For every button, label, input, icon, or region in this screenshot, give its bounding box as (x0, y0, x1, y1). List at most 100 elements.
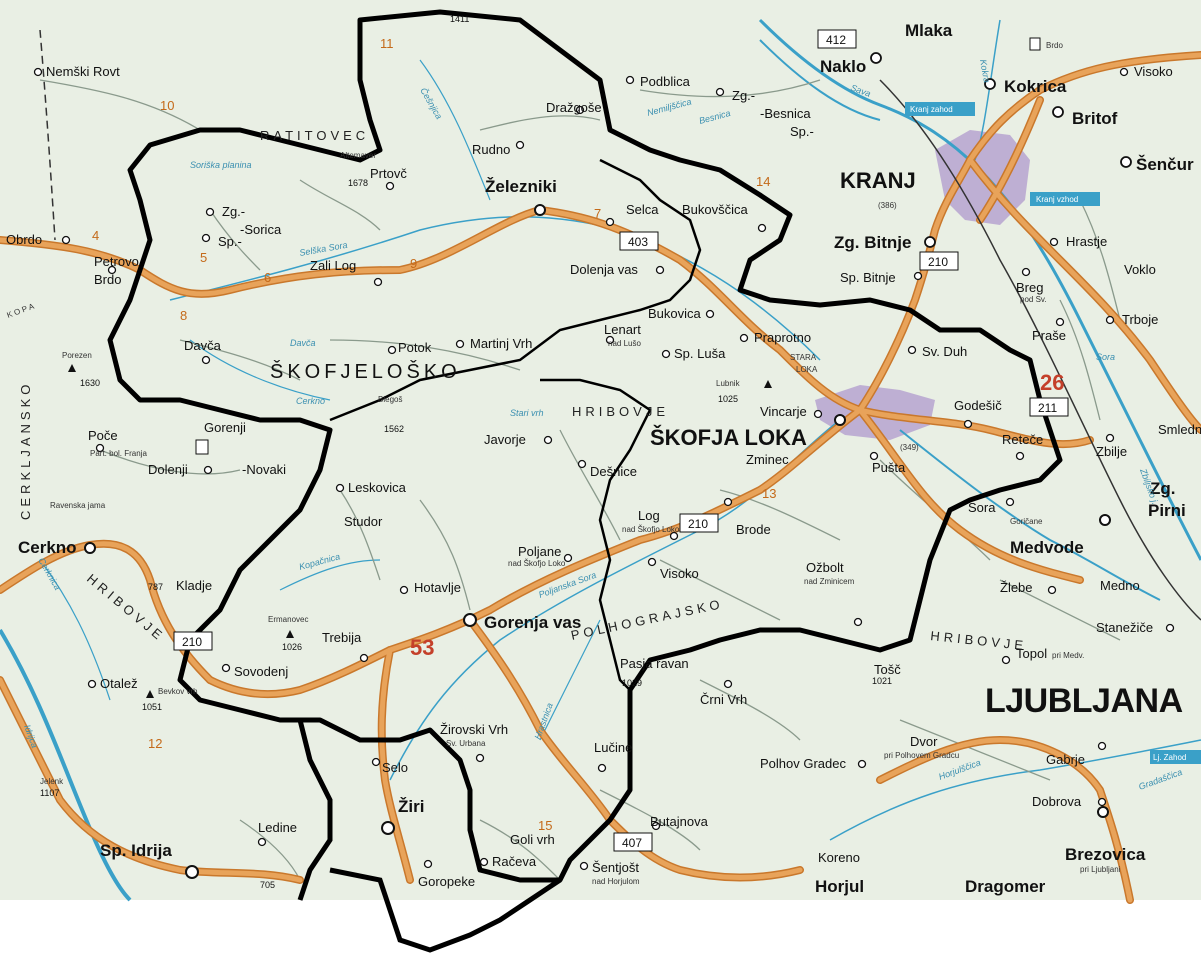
svg-text:Log: Log (638, 508, 660, 523)
svg-text:Godešič: Godešič (954, 398, 1002, 413)
river-cesnjica (419, 59, 491, 201)
svg-text:Pirni: Pirni (1148, 501, 1186, 520)
svg-text:STARA: STARA (790, 353, 817, 362)
svg-text:Hotavlje: Hotavlje (414, 580, 461, 595)
svg-text:Podblica: Podblica (640, 74, 691, 89)
village-davca: Davča (184, 338, 222, 365)
svg-text:407: 407 (622, 836, 642, 850)
village-sovodenj: Sovodenj (221, 663, 288, 679)
village-selca: Selca (605, 202, 659, 227)
svg-text:ŠKOFJELOŠKO: ŠKOFJELOŠKO (270, 360, 461, 383)
svg-text:210: 210 (928, 255, 948, 269)
village-rudno: Rudno (472, 140, 525, 157)
svg-text:1562: 1562 (384, 424, 404, 434)
svg-text:Ožbolt: Ožbolt (806, 560, 844, 575)
village-sp-sorica: Sp.- (201, 233, 242, 249)
svg-text:1025: 1025 (718, 394, 738, 404)
village-butajnova: Butajnova (650, 814, 709, 831)
svg-text:Stari vrh: Stari vrh (510, 408, 544, 418)
village-petrovo-brdo: Brdo (94, 272, 121, 287)
svg-text:9: 9 (410, 256, 417, 271)
svg-text:Kranj vzhod: Kranj vzhod (1036, 195, 1078, 204)
road-shield-211: 211 (1029, 397, 1069, 417)
village-brode: Brode (723, 497, 771, 537)
river-sava-2 (759, 39, 881, 121)
svg-text:Gabrje: Gabrje (1046, 752, 1085, 767)
road-shield-210-c: 210 (173, 631, 213, 651)
svg-text:Sora: Sora (968, 500, 996, 515)
svg-text:Dvor: Dvor (910, 734, 938, 749)
svg-text:6: 6 (264, 270, 271, 285)
svg-text:Porezen: Porezen (62, 351, 92, 360)
river-sora (899, 429, 1161, 601)
village-brdo: Brdo (1029, 37, 1063, 51)
svg-text:13: 13 (762, 486, 776, 501)
village-besnica: -Besnica (760, 106, 811, 121)
route-number-26: 26 (1040, 370, 1064, 395)
village-martinj-vrh: Martinj Vrh (455, 336, 532, 351)
svg-text:Medno: Medno (1100, 578, 1140, 593)
svg-text:14: 14 (756, 174, 770, 189)
village-visoko-s: Visoko (647, 557, 699, 581)
village-zbilje: Zbilje (1096, 433, 1127, 459)
svg-text:4: 4 (92, 228, 99, 243)
svg-text:Goli vrh: Goli vrh (510, 832, 555, 847)
svg-text:Praprotno: Praprotno (754, 330, 811, 345)
svg-text:nad Škofjo Loko: nad Škofjo Loko (622, 525, 680, 534)
svg-text:Selca: Selca (626, 202, 659, 217)
svg-text:LOKA: LOKA (796, 365, 818, 374)
svg-text:Ledine: Ledine (258, 820, 297, 835)
svg-text:Part. bol. Franja: Part. bol. Franja (90, 449, 147, 458)
svg-text:7: 7 (594, 206, 601, 221)
village-nemski-rovt: Nemški Rovt (33, 64, 120, 79)
svg-text:Dražgoše: Dražgoše (546, 100, 602, 115)
village-zminec: Zminec (746, 452, 789, 467)
village-ledine: Ledine (257, 820, 297, 847)
svg-text:1021: 1021 (872, 676, 892, 686)
svg-text:Smlednik: Smlednik (1158, 422, 1201, 437)
svg-text:Kladje: Kladje (176, 578, 212, 593)
village-visoko-n: Visoko (1119, 64, 1173, 79)
village-britof: Britof (1052, 106, 1118, 128)
village-polhov-gradec: Polhov Gradec (760, 756, 867, 771)
major-towns: Železniki KRANJ (386) ŠKOFJA LOKA (349) … (18, 168, 1186, 896)
village-dobrova: Dobrova (1032, 794, 1107, 809)
peak-tosc: 1021 (872, 676, 892, 686)
peak-blegos: Blegoš 1562 (378, 395, 404, 434)
svg-text:Pasja ravan: Pasja ravan (620, 656, 689, 671)
village-sp-bitnje: Sp. Bitnje (840, 270, 923, 285)
village-pasja-ravan: Pasja ravan (620, 656, 689, 671)
svg-text:Dobrova: Dobrova (1032, 794, 1082, 809)
village-bukovscica: Bukovščica (682, 202, 767, 233)
svg-text:Cerkno: Cerkno (296, 396, 325, 406)
village-sv-duh: Sv. Duh (907, 344, 967, 359)
svg-text:Zg.: Zg. (1150, 479, 1176, 498)
svg-text:Zg.-: Zg.- (222, 204, 245, 219)
village-voklo: Voklo (1124, 262, 1156, 277)
village-zg-bitnje: Zg. Bitnje (834, 233, 936, 252)
svg-text:Blegoš: Blegoš (378, 395, 402, 404)
village-koreno: Koreno (818, 850, 860, 865)
river-idrijca (0, 628, 132, 902)
svg-text:Visoko: Visoko (1134, 64, 1173, 79)
svg-text:Žlebe: Žlebe (1000, 580, 1033, 595)
village-naklo: Naklo (820, 52, 882, 76)
village-retece: Reteče (1002, 432, 1043, 461)
municipality-boundary (107, 9, 1063, 883)
road-shield-210-a: 210 (919, 251, 959, 271)
river-hrastnica (539, 619, 601, 741)
svg-text:Dolenja vas: Dolenja vas (570, 262, 638, 277)
village-zg-besnica: Zg.- (715, 87, 755, 103)
svg-text:1107: 1107 (40, 788, 59, 798)
svg-text:Prtovč: Prtovč (370, 166, 407, 181)
svg-text:412: 412 (826, 33, 846, 47)
svg-text:Selo: Selo (382, 760, 408, 775)
svg-text:Zg.-: Zg.- (732, 88, 755, 103)
svg-text:Trebija: Trebija (322, 630, 362, 645)
